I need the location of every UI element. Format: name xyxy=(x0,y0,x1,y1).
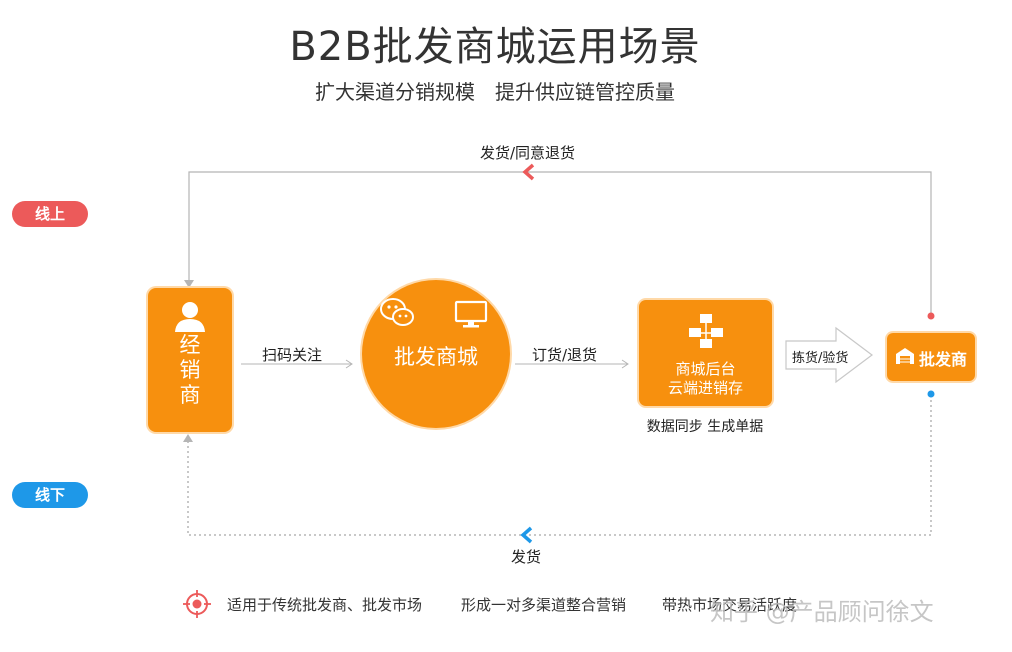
pick-arrow-shape xyxy=(785,326,873,384)
distributor-label: 经 销 商 xyxy=(179,333,201,407)
page-title: B2B批发商城运用场景 xyxy=(289,24,701,70)
network-icon xyxy=(689,314,723,348)
watermark: 知乎 @产品顾问徐文 xyxy=(710,598,934,626)
warehouse-icon xyxy=(896,348,914,364)
bottom-chevron-icon xyxy=(520,526,533,544)
flow-label-scan: 扫码关注 xyxy=(262,346,323,364)
online-dot xyxy=(927,312,935,320)
flow-label-top: 发货/同意退货 xyxy=(480,144,576,162)
person-icon xyxy=(175,302,205,332)
online-return-line xyxy=(188,171,932,316)
footer-item-3: 带热市场交易活跃度 xyxy=(662,596,798,614)
arrow-up-to-distributor xyxy=(183,434,193,442)
flow-label-order: 订货/退货 xyxy=(532,346,598,364)
online-tag: 线上 xyxy=(12,201,88,227)
wholesaler-label: 批发商 xyxy=(919,350,968,369)
target-icon xyxy=(183,590,211,618)
offline-dot xyxy=(927,390,935,398)
flow-label-pick: 拣货/验货 xyxy=(792,351,849,366)
backend-caption: 数据同步 生成单据 xyxy=(646,419,764,435)
wholesale-mall-label: 批发商城 xyxy=(394,345,478,369)
top-chevron-icon xyxy=(522,163,535,181)
wechat-icon xyxy=(380,298,414,326)
page-subtitle: 扩大渠道分销规模 提升供应链管控质量 xyxy=(315,80,675,104)
offline-tag: 线下 xyxy=(12,482,88,508)
flow-label-bottom: 发货 xyxy=(511,548,542,566)
arrow-down-to-distributor xyxy=(184,280,194,288)
backend-label-line1: 商城后台 xyxy=(675,360,736,378)
backend-label-line2: 云端进销存 xyxy=(667,379,743,397)
monitor-icon xyxy=(454,300,488,328)
offline-ship-line xyxy=(187,395,932,536)
footer-item-2: 形成一对多渠道整合营销 xyxy=(461,596,627,614)
footer-item-1: 适用于传统批发商、批发市场 xyxy=(227,596,423,614)
